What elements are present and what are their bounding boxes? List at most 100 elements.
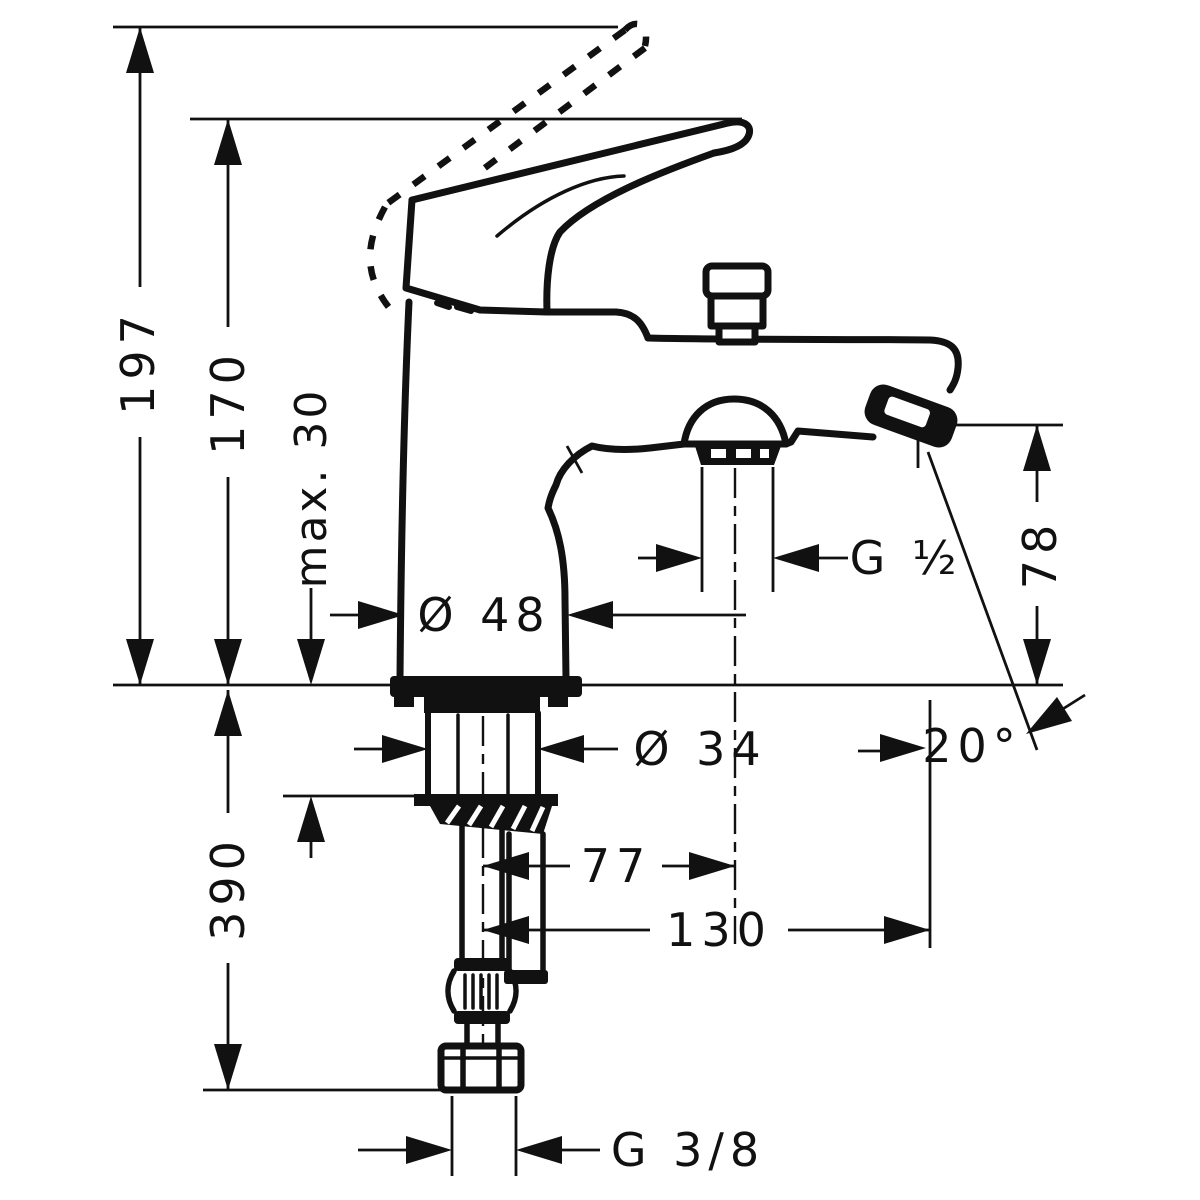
diverter-knob <box>702 262 772 346</box>
body-left-edge <box>396 298 413 682</box>
supply-pipe-right <box>504 831 548 984</box>
dim-g-three-eighths: G 3/8 <box>358 1096 765 1177</box>
angle-reference-diagonal <box>926 451 1039 751</box>
dim-390: 390 <box>201 690 441 1092</box>
arrowhead-left <box>538 735 584 763</box>
base-plate <box>390 676 582 713</box>
collar-slot <box>736 449 751 458</box>
label-mask <box>201 813 255 963</box>
mounting-flange <box>424 697 540 713</box>
dim-max-30: max. 30 <box>283 388 420 858</box>
arrowhead-down <box>214 1044 242 1090</box>
collar-slot <box>760 449 769 458</box>
label-mask <box>1013 502 1067 606</box>
dim-130: 130 <box>483 903 930 957</box>
nut-facet-lines <box>460 1045 502 1091</box>
arrowhead-up <box>297 796 325 842</box>
lever-underside <box>543 149 718 315</box>
arrowhead-right <box>884 916 930 944</box>
arrowhead-up <box>214 119 242 165</box>
diverter-cap <box>702 262 772 300</box>
dim-label-390: 390 <box>201 835 255 941</box>
lever-accent-line <box>495 174 626 238</box>
body-shoulder <box>543 308 652 342</box>
hose-union-nut <box>437 1042 525 1094</box>
lever-top-edge <box>408 119 732 204</box>
dim-label-130: 130 <box>666 903 772 957</box>
pipe-right-walls <box>506 831 546 975</box>
arrowhead-up <box>126 27 154 73</box>
raised-lever-base-edge <box>366 205 401 321</box>
arrowhead-right <box>358 601 404 629</box>
collar-slot <box>711 449 726 458</box>
dim-label-dia-48: Ø 48 <box>417 588 550 642</box>
outlet-dome <box>680 395 790 448</box>
dim-20-deg: 20° <box>858 451 1086 948</box>
arrowhead-left <box>773 544 819 572</box>
nut-outline <box>437 1042 525 1094</box>
shower-hose-outlet <box>680 395 790 465</box>
ext-lines <box>700 467 775 592</box>
arrowhead-right <box>656 544 702 572</box>
washer-plate <box>414 794 558 806</box>
flex-stem <box>464 1021 501 1049</box>
arrowhead-down <box>126 639 154 685</box>
dim-dia-48: Ø 48 <box>330 588 746 642</box>
shank-outer-walls <box>425 710 541 797</box>
arrowhead-right <box>689 852 735 880</box>
raised-lever-tip <box>622 20 650 47</box>
arrowhead-right <box>406 1136 452 1164</box>
dim-77: 77 <box>483 839 735 893</box>
dim-label-78: 78 <box>1013 519 1067 590</box>
spout-top-edge <box>644 334 962 394</box>
arrowhead-up <box>214 690 242 736</box>
arrowhead-left <box>483 852 529 880</box>
arrowhead-left <box>516 1136 562 1164</box>
dim-label-170: 170 <box>201 349 255 455</box>
mounting-washer <box>414 794 558 834</box>
lever-raised-dashed <box>366 20 650 321</box>
label-mask <box>201 327 255 477</box>
arrowhead-right <box>880 734 926 762</box>
base-plate-band <box>390 676 582 697</box>
dim-78: 78 <box>1013 425 1067 685</box>
arrowhead-oblique <box>1026 697 1072 734</box>
arrowhead-left <box>483 916 529 944</box>
arrowhead-up <box>1023 425 1051 471</box>
dim-label-20-deg: 20° <box>922 719 1022 773</box>
threaded-shank <box>425 710 541 797</box>
dim-label-dia-34: Ø 34 <box>633 722 766 776</box>
arrowhead-down <box>214 639 242 685</box>
arrowhead-down <box>297 639 325 685</box>
dim-g-half: G ½ <box>638 467 963 592</box>
flex-sides <box>445 968 519 1014</box>
dim-label-77: 77 <box>581 839 652 893</box>
arrowhead-left <box>567 601 613 629</box>
dim-label-g-three-eighths: G 3/8 <box>611 1123 765 1177</box>
arrowhead-right <box>382 735 428 763</box>
ext-lines <box>450 1096 518 1176</box>
spout-underside-and-body-right-edge <box>544 427 877 682</box>
supply-pipe-left <box>459 821 505 965</box>
aerator-slot <box>884 396 930 428</box>
raised-lever-inner-edge <box>480 45 647 173</box>
dim-dia-34: Ø 34 <box>354 722 766 776</box>
dim-label-197: 197 <box>111 309 165 415</box>
flex-knurl-lines <box>463 973 499 1010</box>
base-gasket-left <box>394 693 414 707</box>
shank-inner-lines <box>456 713 510 796</box>
dim-label-max-30: max. 30 <box>286 388 337 589</box>
lever-base-ticks <box>434 300 474 314</box>
lever-handle <box>402 118 754 316</box>
label-mask <box>111 287 165 437</box>
pipe-left-walls <box>459 821 505 965</box>
aerator <box>864 384 958 448</box>
lever-tip <box>710 118 754 157</box>
arrowhead-down <box>1023 639 1051 685</box>
faucet <box>366 20 962 1094</box>
dim-170: 170 <box>201 119 255 685</box>
dim-label-g-half: G ½ <box>850 531 963 585</box>
body-shoulder-tick <box>565 445 584 474</box>
